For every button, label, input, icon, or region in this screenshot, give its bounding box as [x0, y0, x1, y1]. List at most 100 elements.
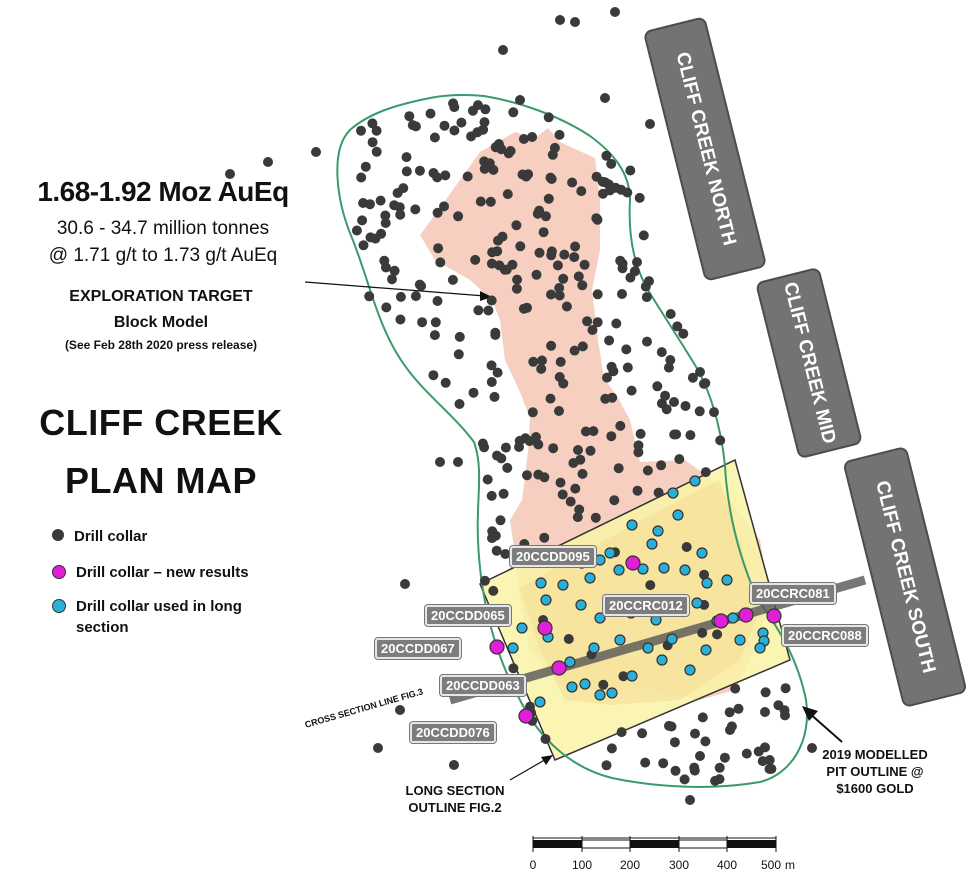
drill-collar	[773, 700, 784, 711]
drill-collar	[568, 458, 579, 468]
drill-collar	[454, 399, 465, 409]
drill-collar	[697, 627, 708, 638]
drill-collar	[473, 305, 484, 316]
drill-collar	[486, 360, 497, 371]
hole-label-20CCDD065[interactable]: 20CCDD065	[424, 604, 512, 627]
drill-collar	[401, 152, 412, 163]
drill-collar	[395, 291, 406, 302]
drill-collar	[375, 195, 386, 206]
drill-collar	[432, 172, 443, 183]
drill-collar	[364, 291, 375, 302]
drill-collar	[447, 274, 458, 285]
drill-collar	[380, 210, 391, 221]
drill-collar	[616, 727, 627, 738]
legend-label: Drill collar used in long section	[76, 598, 242, 636]
drill-collar	[637, 728, 648, 739]
scale-tick-label: 400	[716, 858, 738, 872]
drill-collar	[502, 462, 513, 473]
drill-collar	[546, 174, 557, 184]
drill-collar	[559, 249, 570, 260]
long-section-collar	[507, 642, 519, 654]
drill-collar	[497, 231, 508, 242]
long-section-collar	[642, 642, 654, 654]
hole-label-20CCRC081[interactable]: 20CCRC081	[749, 582, 837, 605]
drill-collar	[395, 209, 406, 220]
drill-collar	[225, 169, 235, 179]
legend-new-results: Drill collar – new results	[52, 562, 249, 583]
hole-label-20CCDD095[interactable]: 20CCDD095	[509, 545, 597, 568]
drill-collar	[487, 247, 498, 258]
long-section-collar	[626, 670, 638, 682]
drill-collar	[543, 112, 554, 123]
long-section-collar	[684, 664, 696, 676]
drill-collar	[598, 188, 608, 199]
drill-collar	[394, 202, 405, 213]
drill-collar	[410, 204, 421, 215]
hole-label-20CCDD063[interactable]: 20CCDD063	[439, 674, 527, 697]
pit-outline-label: 2019 MODELLED PIT OUTLINE @ $1600 GOLD	[800, 746, 950, 797]
drill-collar	[570, 241, 581, 252]
drill-collar	[468, 387, 479, 398]
drill-collar	[733, 703, 744, 714]
drill-collar	[615, 255, 626, 266]
drill-collar	[587, 325, 598, 335]
hole-label-20CCRC088[interactable]: 20CCRC088	[781, 624, 869, 647]
drill-collar	[428, 370, 439, 381]
long-section-collar	[754, 642, 766, 654]
long-section-collar	[646, 538, 658, 550]
drill-collar	[709, 407, 719, 418]
drill-collar	[760, 742, 770, 753]
drill-collar	[554, 290, 565, 301]
drill-collar	[456, 117, 467, 128]
drill-collar	[576, 186, 587, 197]
resource-headline: 1.68-1.92 Moz AuEq	[37, 176, 289, 207]
long-section-collar	[584, 572, 596, 584]
drill-collar	[414, 165, 425, 176]
drill-collar	[511, 283, 522, 294]
drill-collar	[503, 148, 514, 159]
drill-collar	[548, 443, 559, 454]
pit-outline-label-line: PIT OUTLINE @	[826, 764, 924, 779]
drill-collar	[429, 132, 440, 143]
drill-collar	[487, 533, 497, 544]
drill-collar	[488, 164, 499, 175]
scale-unit: m	[785, 858, 795, 872]
long-section-collar	[734, 634, 746, 646]
long-section-collar	[613, 564, 625, 576]
long-section-collar	[557, 579, 569, 591]
drill-collar	[570, 17, 580, 27]
drill-collar	[367, 137, 378, 148]
drill-collar	[685, 795, 695, 805]
drill-collar	[715, 435, 726, 446]
hole-label-20CCRC012[interactable]: 20CCRC012	[602, 594, 690, 617]
drill-collar	[496, 144, 507, 155]
drill-collar	[430, 317, 441, 328]
drill-collar	[629, 266, 640, 277]
drill-collar	[546, 246, 557, 257]
drill-collar	[479, 117, 490, 128]
drill-collar	[613, 463, 624, 474]
drill-collar	[440, 377, 451, 388]
drill-collar	[640, 757, 651, 768]
drill-collar	[580, 426, 591, 437]
drill-collar	[358, 198, 369, 208]
drill-collar	[522, 470, 532, 481]
long-section-collar	[721, 574, 733, 586]
drill-collars	[225, 7, 817, 805]
long-section-collar	[566, 681, 578, 693]
drill-collar	[432, 296, 443, 306]
drill-collar	[549, 142, 560, 153]
drill-collar	[395, 314, 406, 325]
drill-collar	[532, 208, 543, 219]
drill-collar	[557, 489, 568, 500]
long-section-collar	[637, 563, 649, 575]
hole-label-20CCDD076[interactable]: 20CCDD076	[409, 721, 497, 744]
map-title-line2: PLAN MAP	[65, 460, 257, 501]
drill-collar	[725, 725, 735, 735]
drill-collar	[678, 328, 689, 339]
drill-collar	[483, 305, 494, 316]
hole-label-20CCDD067[interactable]: 20CCDD067	[374, 637, 462, 660]
long-section-collar	[667, 487, 679, 499]
drill-collar	[531, 269, 542, 280]
drill-collar	[609, 495, 620, 506]
